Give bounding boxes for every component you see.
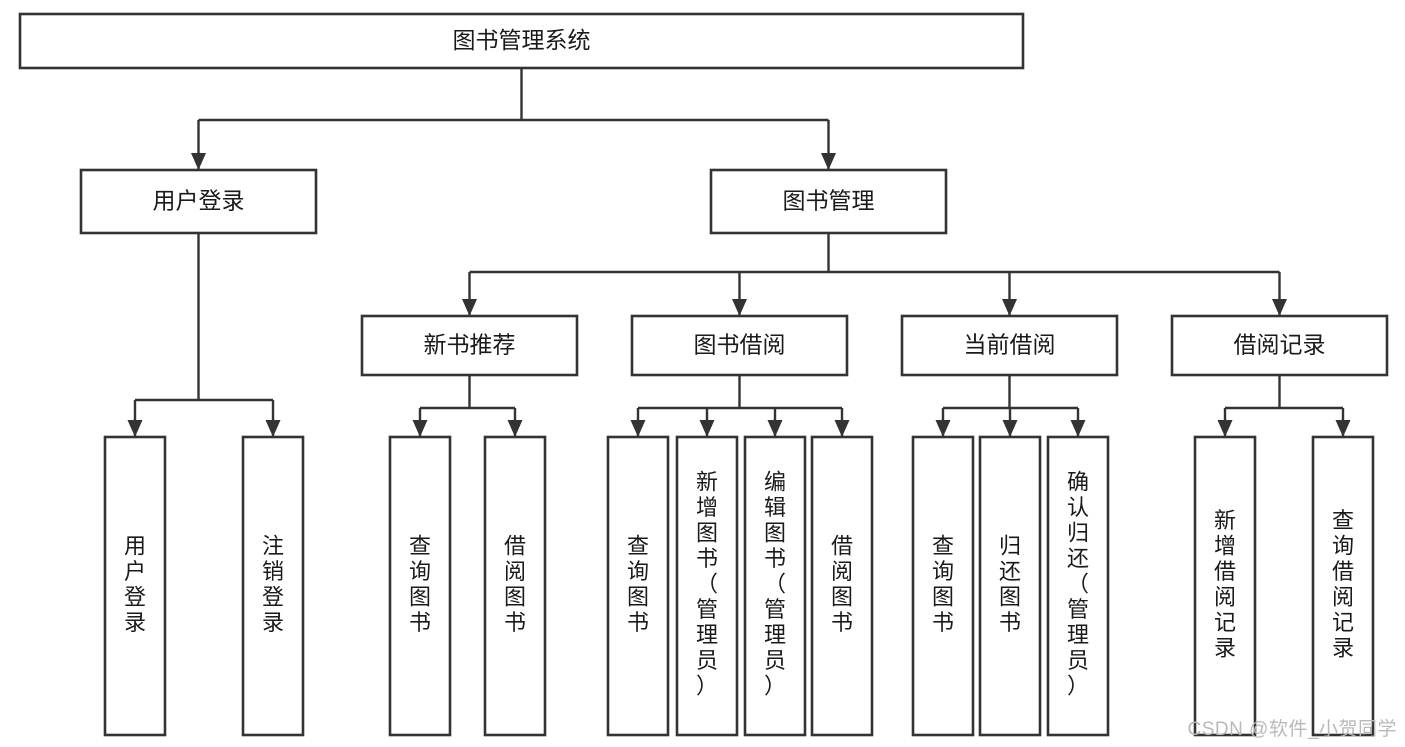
node-leaf-current-return[interactable]: 归还图书 bbox=[978, 435, 1042, 737]
node-box[interactable] bbox=[103, 435, 167, 737]
node-leaf-borrow-add[interactable]: 新增图书（管理员） bbox=[675, 435, 739, 737]
node-label: 借阅图书 bbox=[504, 533, 526, 635]
node-box[interactable] bbox=[1311, 435, 1375, 737]
node-login[interactable]: 用户登录 bbox=[79, 168, 318, 235]
node-label: 查询图书 bbox=[932, 533, 954, 635]
arrow-head-icon bbox=[507, 420, 523, 437]
node-box[interactable] bbox=[1046, 435, 1110, 737]
node-current[interactable]: 当前借阅 bbox=[900, 314, 1119, 377]
node-borrow[interactable]: 图书借阅 bbox=[630, 314, 849, 377]
node-leaf-user-logout[interactable]: 注销登录 bbox=[241, 435, 305, 737]
node-label: 新增借阅记录 bbox=[1214, 508, 1236, 661]
node-box[interactable] bbox=[810, 435, 874, 737]
node-label: 编辑图书（管理员） bbox=[764, 470, 786, 699]
node-label: 查询图书 bbox=[627, 533, 649, 635]
arrow-head-icon bbox=[1335, 420, 1351, 437]
node-label: 用户登录 bbox=[124, 533, 146, 635]
node-label: 当前借阅 bbox=[964, 332, 1056, 358]
node-box[interactable] bbox=[241, 435, 305, 737]
arrow-head-icon bbox=[265, 420, 281, 437]
node-label: 图书管理系统 bbox=[453, 27, 591, 53]
arrow-head-icon bbox=[1002, 420, 1018, 437]
node-box[interactable] bbox=[743, 435, 807, 737]
node-label: 新增图书（管理员） bbox=[696, 470, 718, 699]
node-box[interactable] bbox=[978, 435, 1042, 737]
node-bookmgmt[interactable]: 图书管理 bbox=[709, 168, 948, 235]
node-box[interactable] bbox=[1193, 435, 1257, 737]
nodes-layer: 图书管理系统用户登录图书管理新书推荐图书借阅当前借阅借阅记录用户登录注销登录查询… bbox=[18, 12, 1389, 737]
node-label: 新书推荐 bbox=[424, 332, 516, 358]
node-leaf-borrow-lend[interactable]: 借阅图书 bbox=[810, 435, 874, 737]
node-records[interactable]: 借阅记录 bbox=[1170, 314, 1389, 377]
arrow-head-icon bbox=[630, 420, 646, 437]
node-newbook[interactable]: 新书推荐 bbox=[360, 314, 579, 377]
node-box[interactable] bbox=[900, 314, 1119, 377]
node-leaf-current-confirm[interactable]: 确认归还（管理员） bbox=[1046, 435, 1110, 737]
node-box[interactable] bbox=[675, 435, 739, 737]
arrow-head-icon bbox=[462, 299, 477, 316]
arrow-head-icon bbox=[1272, 299, 1287, 316]
arrow-head-icon bbox=[412, 420, 428, 437]
node-box[interactable] bbox=[911, 435, 975, 737]
node-box[interactable] bbox=[388, 435, 452, 737]
arrow-head-icon bbox=[767, 420, 783, 437]
node-box[interactable] bbox=[483, 435, 547, 737]
watermark-text: CSDN @软件_小贺同学 bbox=[1187, 719, 1397, 740]
node-label: 图书借阅 bbox=[694, 332, 786, 358]
node-box[interactable] bbox=[360, 314, 579, 377]
arrow-head-icon bbox=[821, 153, 836, 170]
arrow-head-icon bbox=[732, 299, 747, 316]
node-box[interactable] bbox=[630, 314, 849, 377]
node-label: 归还图书 bbox=[999, 533, 1021, 635]
node-label: 用户登录 bbox=[153, 188, 245, 214]
arrow-head-icon bbox=[127, 420, 143, 437]
node-root[interactable]: 图书管理系统 bbox=[18, 12, 1025, 70]
node-box[interactable] bbox=[79, 168, 318, 235]
node-leaf-current-query[interactable]: 查询图书 bbox=[911, 435, 975, 737]
node-box[interactable] bbox=[18, 12, 1025, 70]
node-leaf-record-query[interactable]: 查询借阅记录 bbox=[1311, 435, 1375, 737]
node-leaf-borrow-edit[interactable]: 编辑图书（管理员） bbox=[743, 435, 807, 737]
arrow-head-icon bbox=[834, 420, 850, 437]
node-label: 图书管理 bbox=[783, 188, 875, 214]
node-leaf-borrow-query[interactable]: 查询图书 bbox=[606, 435, 670, 737]
arrow-head-icon bbox=[1217, 420, 1233, 437]
node-label: 查询图书 bbox=[409, 533, 431, 635]
node-leaf-record-add[interactable]: 新增借阅记录 bbox=[1193, 435, 1257, 737]
arrow-head-icon bbox=[1070, 420, 1086, 437]
node-label: 确认归还（管理员） bbox=[1067, 470, 1089, 699]
node-box[interactable] bbox=[1170, 314, 1389, 377]
node-label: 注销登录 bbox=[262, 533, 284, 635]
arrow-head-icon bbox=[699, 420, 715, 437]
node-label: 借阅记录 bbox=[1234, 332, 1326, 358]
node-label: 借阅图书 bbox=[831, 533, 853, 635]
node-leaf-new-borrow[interactable]: 借阅图书 bbox=[483, 435, 547, 737]
node-leaf-new-query[interactable]: 查询图书 bbox=[388, 435, 452, 737]
arrow-head-icon bbox=[191, 153, 206, 170]
arrow-head-icon bbox=[935, 420, 951, 437]
node-box[interactable] bbox=[606, 435, 670, 737]
node-box[interactable] bbox=[709, 168, 948, 235]
node-label: 查询借阅记录 bbox=[1332, 508, 1354, 661]
node-leaf-user-login[interactable]: 用户登录 bbox=[103, 435, 167, 737]
edges-layer bbox=[127, 68, 1351, 437]
arrow-head-icon bbox=[1002, 299, 1017, 316]
